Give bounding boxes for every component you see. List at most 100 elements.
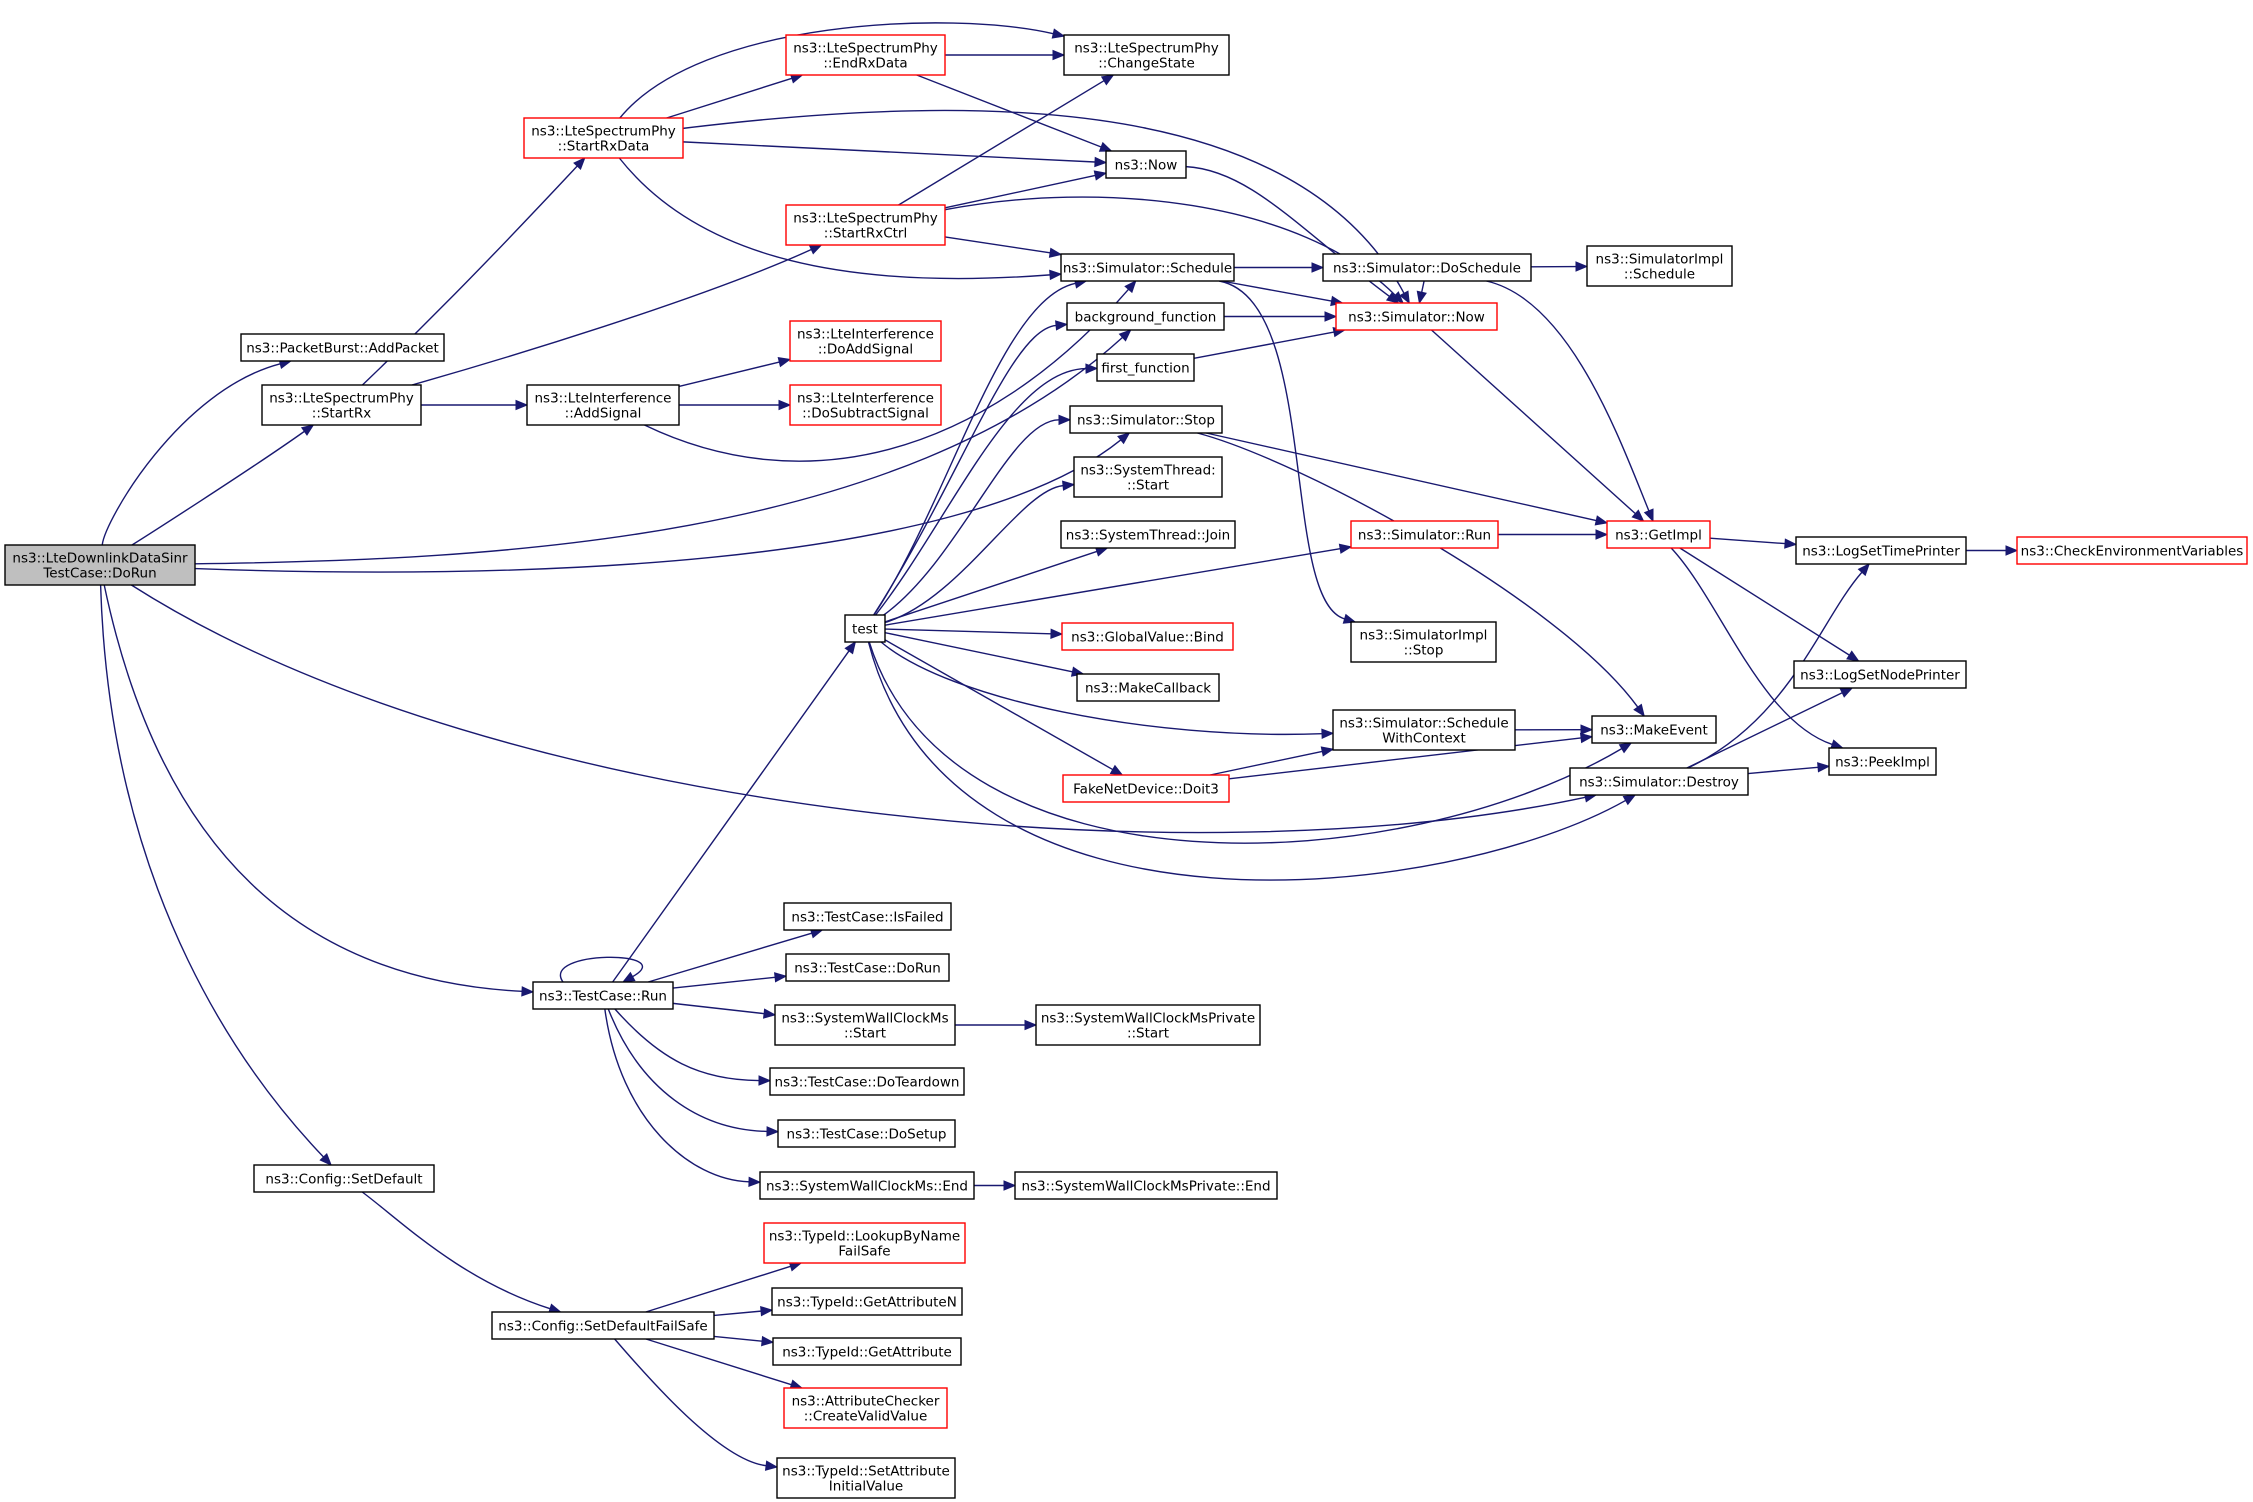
node-box-threadjoin[interactable] [1060,520,1236,549]
node-box-firstfunc[interactable] [1096,353,1195,382]
node-getattrn[interactable]: ns3::TypeId::GetAttributeN [771,1287,963,1316]
node-lognode[interactable]: ns3::LogSetNodePrinter [1793,660,1967,689]
node-box-schedule[interactable] [1060,253,1235,282]
node-box-wcpstart[interactable] [1035,1004,1261,1046]
node-makecallback[interactable]: ns3::MakeCallback [1076,673,1220,702]
node-doit3[interactable]: FakeNetDevice::Doit3 [1062,774,1230,803]
node-box-implschedule[interactable] [1586,245,1733,287]
node-threadjoin[interactable]: ns3::SystemThread::Join [1060,520,1236,549]
node-setup[interactable]: ns3::TestCase::DoSetup [777,1119,956,1148]
node-implstop[interactable]: ns3::SimulatorImpl::Stop [1350,621,1497,663]
node-tcdorun[interactable]: ns3::TestCase::DoRun [785,953,950,982]
node-now[interactable]: ns3::Now [1105,150,1187,179]
node-wcend[interactable]: ns3::SystemWallClockMs::End [759,1171,975,1200]
node-destroy[interactable]: ns3::Simulator::Destroy [1569,767,1749,796]
node-box-wcend[interactable] [759,1171,975,1200]
node-checkenv[interactable]: ns3::CheckEnvironmentVariables [2016,536,2248,565]
node-box-addsignal[interactable] [526,384,680,426]
node-box-setdefault[interactable] [253,1164,435,1193]
node-makeevent[interactable]: ns3::MakeEvent [1591,715,1717,744]
node-box-isfailed[interactable] [783,902,952,931]
node-box-logtime[interactable] [1795,536,1967,565]
node-box-destroy[interactable] [1569,767,1749,796]
node-box-getimpl[interactable] [1606,520,1711,549]
node-box-makecallback[interactable] [1076,673,1220,702]
node-box-peekimpl[interactable] [1828,747,1937,776]
node-startrx[interactable]: ns3::LteSpectrumPhy::StartRx [261,384,422,426]
node-endrxdata[interactable]: ns3::LteSpectrumPhy::EndRxData [785,34,946,76]
node-gvbind[interactable]: ns3::GlobalValue::Bind [1061,622,1234,651]
node-createvalid[interactable]: ns3::AttributeChecker::CreateValidValue [783,1387,948,1429]
node-threadstart[interactable]: ns3::SystemThread:::Start [1073,456,1223,498]
node-addsignal[interactable]: ns3::LteInterference::AddSignal [526,384,680,426]
node-box-tcdorun[interactable] [785,953,950,982]
node-box-doschedule[interactable] [1322,253,1532,282]
node-box-now[interactable] [1105,150,1187,179]
node-setdefault[interactable]: ns3::Config::SetDefault [253,1164,435,1193]
node-getattr[interactable]: ns3::TypeId::GetAttribute [772,1337,962,1366]
node-simnow[interactable]: ns3::Simulator::Now [1335,302,1498,331]
node-box-root[interactable] [4,544,196,586]
node-tcrun[interactable]: ns3::TestCase::Run [532,981,674,1010]
node-box-simstop[interactable] [1069,405,1223,434]
node-wcpend[interactable]: ns3::SystemWallClockMsPrivate::End [1014,1171,1278,1200]
node-box-startrx[interactable] [261,384,422,426]
node-wcstart[interactable]: ns3::SystemWallClockMs::Start [774,1004,956,1046]
node-setdefaultfs[interactable]: ns3::Config::SetDefaultFailSafe [491,1311,715,1340]
node-box-tcrun[interactable] [532,981,674,1010]
node-isfailed[interactable]: ns3::TestCase::IsFailed [783,902,952,931]
node-box-setdefaultfs[interactable] [491,1311,715,1340]
node-box-schedctx[interactable] [1332,709,1516,751]
node-addpacket[interactable]: ns3::PacketBurst::AddPacket [240,333,445,362]
node-peekimpl[interactable]: ns3::PeekImpl [1828,747,1937,776]
node-box-lognode[interactable] [1793,660,1967,689]
node-box-test[interactable] [844,614,886,643]
node-box-endrxdata[interactable] [785,34,946,76]
node-box-teardown[interactable] [769,1067,965,1096]
node-doaddsignal[interactable]: ns3::LteInterference::DoAddSignal [789,320,942,362]
node-box-doaddsignal[interactable] [789,320,942,362]
node-doschedule[interactable]: ns3::Simulator::DoSchedule [1322,253,1532,282]
node-box-setattrinit[interactable] [776,1457,956,1499]
node-getimpl[interactable]: ns3::GetImpl [1606,520,1711,549]
node-implschedule[interactable]: ns3::SimulatorImpl::Schedule [1586,245,1733,287]
node-box-makeevent[interactable] [1591,715,1717,744]
node-box-changestate[interactable] [1063,34,1230,76]
node-box-threadstart[interactable] [1073,456,1223,498]
node-test[interactable]: test [844,614,886,643]
node-box-checkenv[interactable] [2016,536,2248,565]
node-box-getattr[interactable] [772,1337,962,1366]
node-box-simnow[interactable] [1335,302,1498,331]
node-box-addpacket[interactable] [240,333,445,362]
node-startrxctrl[interactable]: ns3::LteSpectrumPhy::StartRxCtrl [785,204,946,246]
node-logtime[interactable]: ns3::LogSetTimePrinter [1795,536,1967,565]
node-box-startrxdata[interactable] [523,117,684,159]
node-startrxdata[interactable]: ns3::LteSpectrumPhy::StartRxData [523,117,684,159]
node-simrun[interactable]: ns3::Simulator::Run [1350,520,1499,549]
node-box-wcstart[interactable] [774,1004,956,1046]
node-box-doit3[interactable] [1062,774,1230,803]
node-box-simrun[interactable] [1350,520,1499,549]
node-box-wcpend[interactable] [1014,1171,1278,1200]
node-schedule[interactable]: ns3::Simulator::Schedule [1060,253,1235,282]
node-box-startrxctrl[interactable] [785,204,946,246]
node-teardown[interactable]: ns3::TestCase::DoTeardown [769,1067,965,1096]
node-dosubsignal[interactable]: ns3::LteInterference::DoSubtractSignal [789,384,942,426]
node-box-lookup[interactable] [763,1222,966,1264]
node-box-gvbind[interactable] [1061,622,1234,651]
node-bgfunc[interactable]: background_function [1066,302,1225,331]
node-firstfunc[interactable]: first_function [1096,353,1195,382]
node-simstop[interactable]: ns3::Simulator::Stop [1069,405,1223,434]
node-box-createvalid[interactable] [783,1387,948,1429]
node-wcpstart[interactable]: ns3::SystemWallClockMsPrivate::Start [1035,1004,1261,1046]
node-box-bgfunc[interactable] [1066,302,1225,331]
node-changestate[interactable]: ns3::LteSpectrumPhy::ChangeState [1063,34,1230,76]
node-box-implstop[interactable] [1350,621,1497,663]
node-box-dosubsignal[interactable] [789,384,942,426]
node-box-setup[interactable] [777,1119,956,1148]
node-box-getattrn[interactable] [771,1287,963,1316]
